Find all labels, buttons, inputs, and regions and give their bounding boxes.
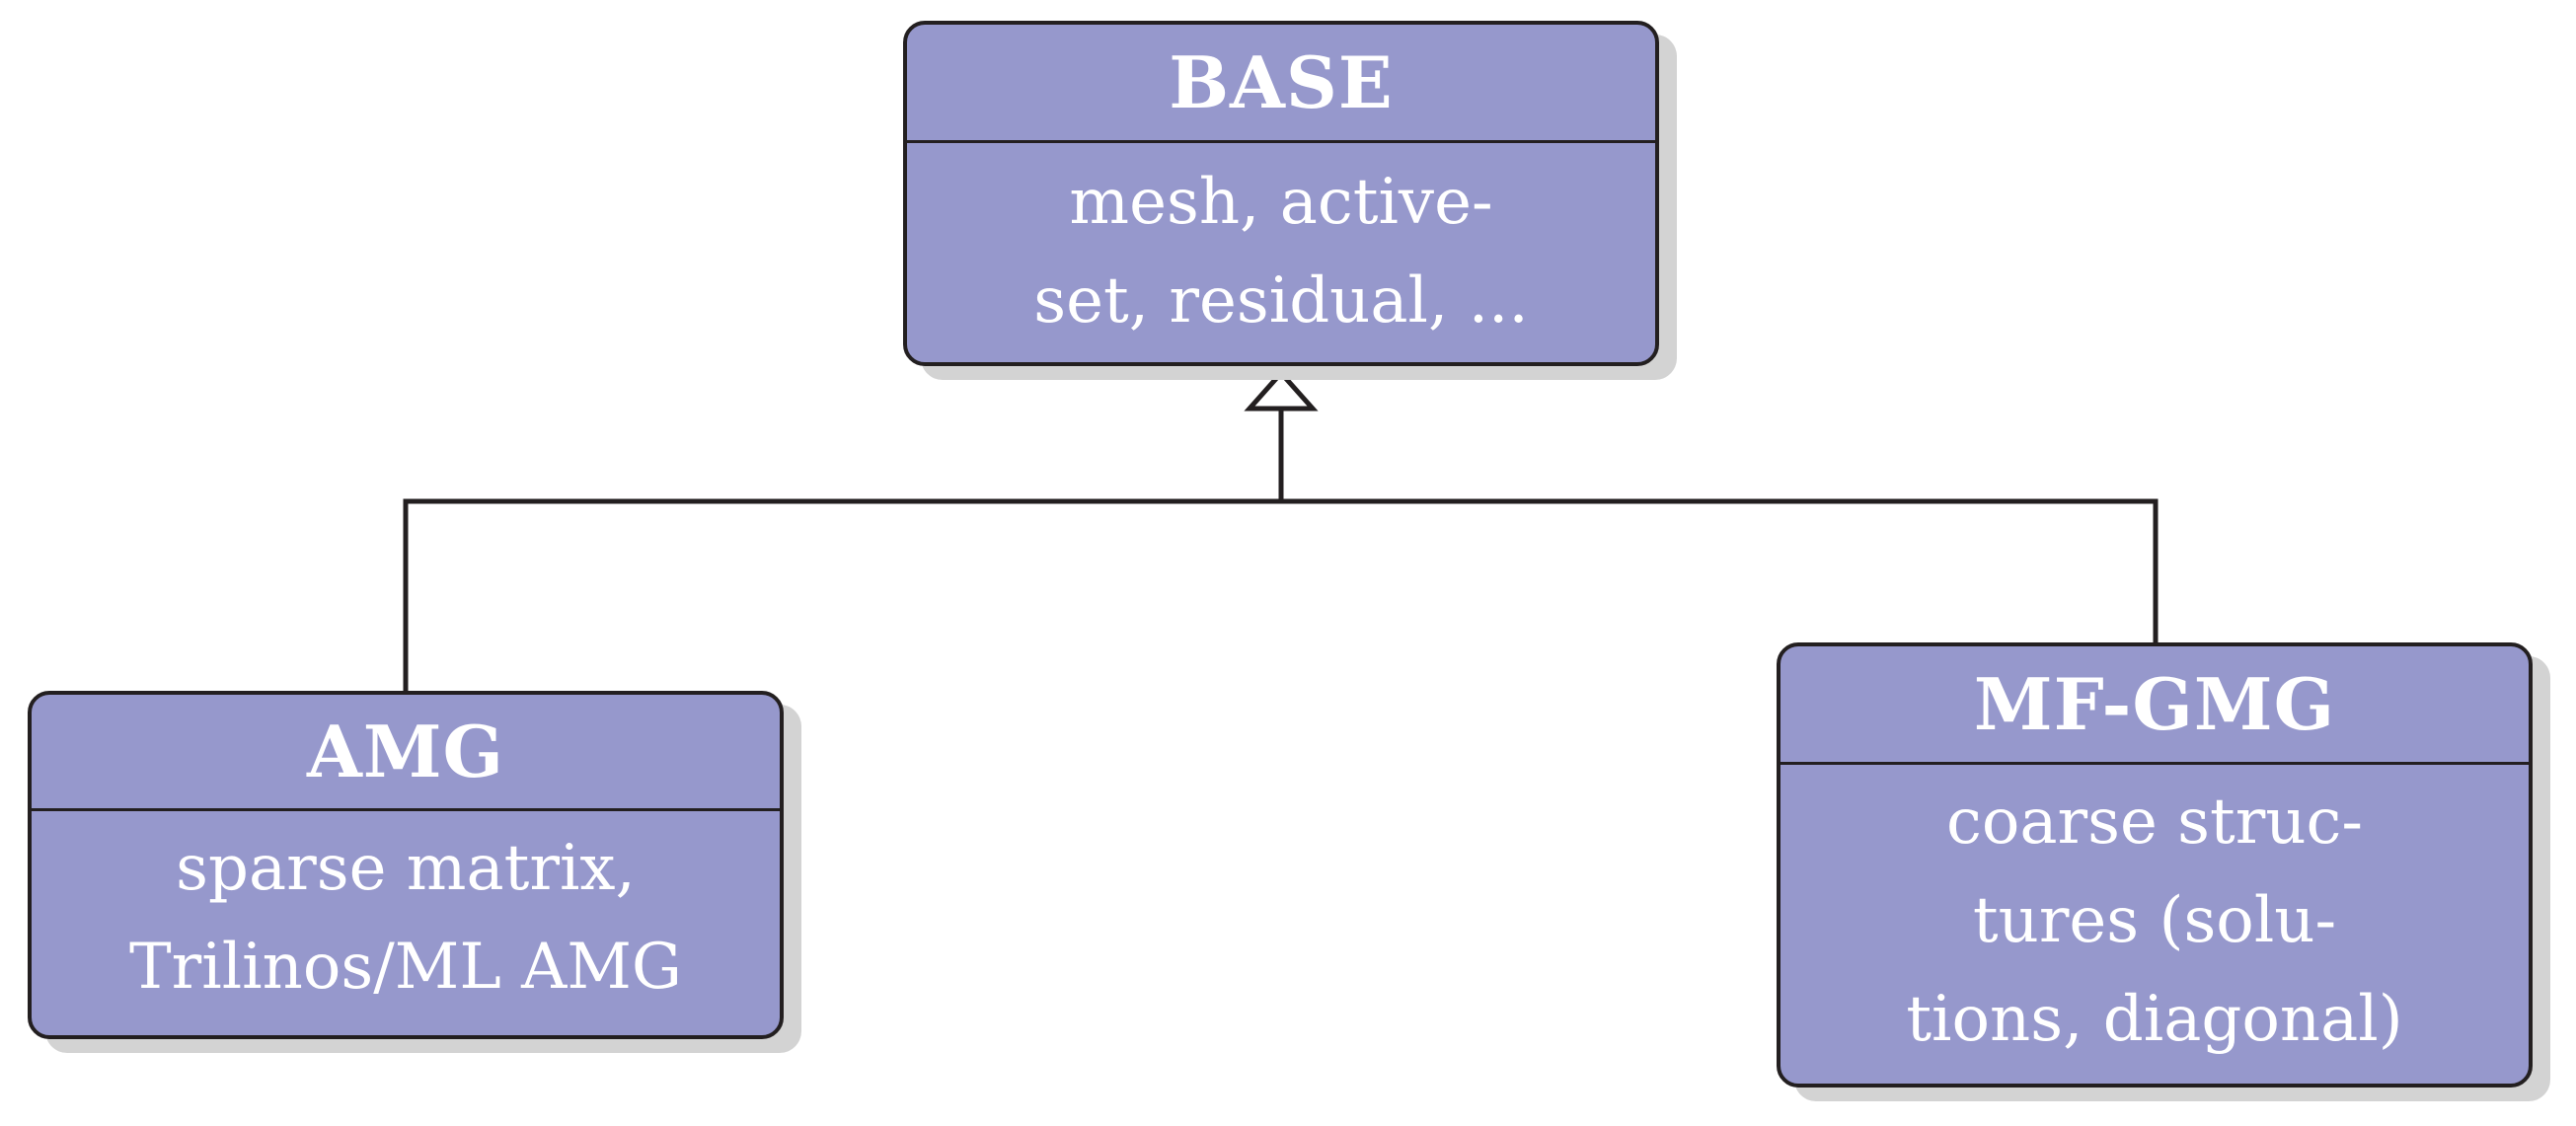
description-line: tions, diagonal): [1906, 983, 2403, 1056]
connector-amg-to-base: [403, 498, 1281, 691]
class-description-base: mesh, active- set, residual, ...: [907, 143, 1655, 350]
class-box-base: BASE mesh, active- set, residual, ...: [903, 21, 1659, 366]
description-line: sparse matrix,: [176, 832, 636, 905]
description-line: coarse struc-: [1945, 786, 2364, 859]
inheritance-arrowhead-icon: [1244, 369, 1319, 412]
class-box-amg: AMG sparse matrix, Trilinos/ML AMG: [28, 691, 784, 1039]
class-title-amg: AMG: [32, 695, 780, 811]
description-line: mesh, active-: [1069, 166, 1493, 239]
description-line: set, residual, ...: [1033, 264, 1529, 338]
class-description-mf-gmg: coarse struc- tures (solu- tions, diagon…: [1780, 765, 2529, 1069]
class-title-base: BASE: [907, 25, 1655, 143]
connector-mfgmg-to-base: [1281, 498, 2159, 642]
class-box-mf-gmg: MF-GMG coarse struc- tures (solu- tions,…: [1777, 642, 2533, 1088]
class-title-mf-gmg: MF-GMG: [1780, 646, 2529, 765]
description-line: tures (solu-: [1972, 884, 2337, 957]
class-description-amg: sparse matrix, Trilinos/ML AMG: [32, 811, 780, 1016]
description-line: Trilinos/ML AMG: [128, 931, 683, 1004]
